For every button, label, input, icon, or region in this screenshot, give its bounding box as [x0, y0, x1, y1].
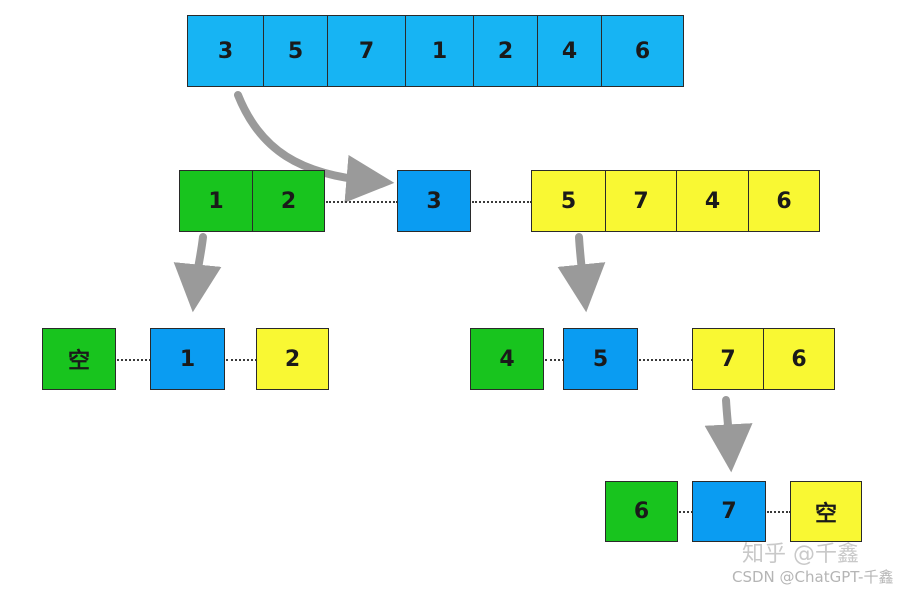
empty-partition-cell: 空 [42, 328, 116, 390]
pivot-cell: 5 [563, 328, 638, 390]
dotted-connector [545, 359, 564, 361]
pivot-cell: 1 [150, 328, 225, 390]
right-partition-cell: 7 [605, 170, 677, 232]
array-cell: 3 [187, 15, 264, 87]
pivot-cell: 7 [692, 481, 766, 542]
arrow-icon [173, 233, 222, 313]
left-partition-cell: 1 [179, 170, 253, 232]
array-cell: 7 [327, 15, 406, 87]
left-partition-cell: 6 [605, 481, 678, 542]
left-partition-cell: 2 [252, 170, 325, 232]
right-partition-cell: 6 [763, 328, 835, 390]
dotted-connector [767, 511, 791, 513]
right-partition-cell: 6 [748, 170, 820, 232]
dotted-connector [226, 359, 257, 361]
arrow-icon [704, 396, 753, 473]
array-cell: 5 [263, 15, 328, 87]
pivot-cell: 3 [397, 170, 471, 232]
dotted-connector [326, 201, 398, 203]
right-partition-cell: 5 [531, 170, 606, 232]
empty-partition-cell: 空 [790, 481, 862, 542]
right-partition-cell: 7 [692, 328, 764, 390]
arrow-icon [234, 91, 395, 203]
watermark-primary: 知乎 @千鑫 [742, 542, 859, 567]
dotted-connector [679, 511, 693, 513]
right-partition-cell: 4 [676, 170, 749, 232]
left-partition-cell: 4 [470, 328, 544, 390]
dotted-connector [117, 359, 151, 361]
right-partition-cell: 2 [256, 328, 329, 390]
dotted-connector [639, 359, 693, 361]
watermark-secondary: CSDN @ChatGPT-千鑫 [732, 568, 894, 586]
array-cell: 2 [473, 15, 538, 87]
array-cell: 6 [601, 15, 684, 87]
arrow-icon [557, 233, 606, 313]
dotted-connector [472, 201, 532, 203]
